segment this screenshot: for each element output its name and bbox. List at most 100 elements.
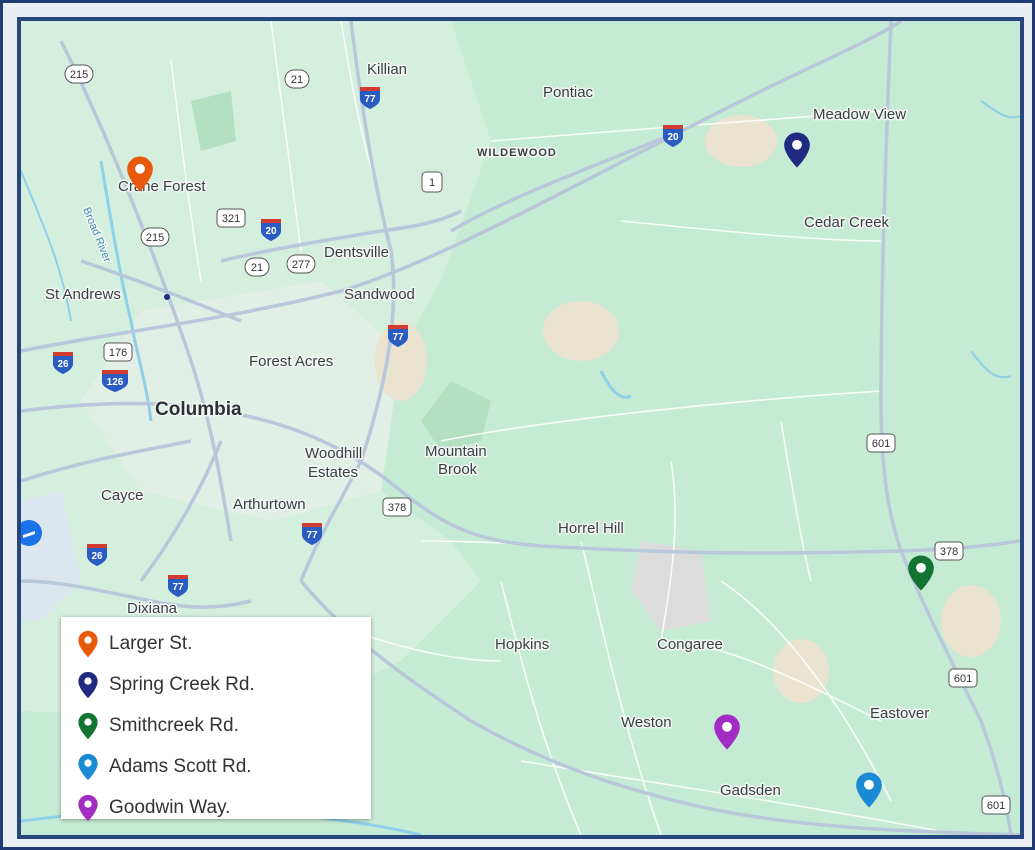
route-shields: 215 21 1 321 215 21 277 176 601 378 378 …: [53, 64, 1011, 815]
place-label-dentsville: Dentsville: [324, 244, 389, 261]
forest-patch-2: [191, 91, 236, 151]
svg-text:378: 378: [388, 502, 406, 514]
place-label-congaree: Congaree: [657, 636, 723, 653]
svg-text:215: 215: [146, 232, 164, 244]
place-label-st-andrews: St Andrews: [45, 286, 121, 303]
map-pin-icon: [78, 794, 98, 821]
shield-us-378-a: 378: [934, 541, 964, 561]
shield-sr-21-b: 21: [244, 257, 270, 277]
place-label-wildewood: WILDEWOOD: [477, 147, 557, 159]
shield-us-601-a: 601: [866, 433, 896, 453]
map-legend: Larger St. Spring Creek Rd. Smithcreek R…: [61, 617, 371, 821]
place-label-sandwood: Sandwood: [344, 286, 415, 303]
legend-item-larger-st: Larger St.: [77, 623, 371, 664]
forest-patch-1: [421, 381, 491, 451]
place-label-meadow-view: Meadow View: [813, 106, 906, 123]
shield-i-77-c: 77: [302, 523, 322, 545]
shield-i-126: 126: [102, 370, 128, 392]
svg-text:20: 20: [265, 226, 277, 237]
place-label-dixiana: Dixiana: [127, 600, 178, 617]
map-pin-icon: [78, 630, 98, 657]
place-label-cedar-creek: Cedar Creek: [804, 214, 890, 231]
place-label-killian: Killian: [367, 61, 407, 78]
place-label-weston: Weston: [621, 714, 672, 731]
svg-text:378: 378: [940, 546, 958, 558]
place-label-eastover: Eastover: [870, 705, 929, 722]
major-roads: [21, 21, 1020, 835]
legend-item-adams-scott-rd: Adams Scott Rd.: [77, 746, 371, 787]
shield-us-321: 321: [216, 208, 246, 228]
open-field-5: [773, 639, 829, 703]
svg-text:601: 601: [954, 673, 972, 685]
shield-i-77-a: 77: [360, 87, 380, 109]
legend-item-spring-creek-rd: Spring Creek Rd.: [77, 664, 371, 705]
open-field-4: [941, 585, 1001, 657]
place-label-forest-acres: Forest Acres: [249, 353, 333, 370]
airport-icon[interactable]: [21, 520, 42, 546]
map-pin-icon: [78, 712, 98, 739]
shield-i-26-b: 26: [87, 544, 107, 566]
svg-text:77: 77: [364, 94, 376, 105]
svg-text:20: 20: [667, 132, 679, 143]
shield-us-1: 1: [421, 171, 443, 193]
svg-text:26: 26: [91, 551, 103, 562]
place-label-pontiac: Pontiac: [543, 84, 594, 101]
stream-2: [970, 350, 1012, 379]
map-canvas[interactable]: Killian Pontiac WILDEWOOD Meadow View Cr…: [17, 17, 1024, 839]
svg-text:1: 1: [429, 177, 435, 189]
svg-text:215: 215: [70, 69, 88, 81]
place-label-cayce: Cayce: [101, 487, 144, 504]
svg-text:277: 277: [292, 259, 310, 271]
svg-text:126: 126: [107, 377, 124, 388]
svg-text:601: 601: [987, 800, 1005, 812]
place-label-gadsden: Gadsden: [720, 782, 781, 799]
svg-text:176: 176: [109, 347, 127, 359]
place-label-woodhill: Woodhill: [305, 445, 362, 462]
shield-sr-277: 277: [286, 254, 316, 274]
shield-us-601-b: 601: [948, 668, 978, 688]
shield-sr-215-a: 215: [64, 64, 94, 84]
stream-1: [980, 100, 1020, 119]
open-field-1: [543, 301, 619, 361]
svg-text:26: 26: [57, 359, 69, 370]
location-dot: [164, 294, 170, 300]
open-field-3: [375, 321, 427, 401]
legend-label: Smithcreek Rd.: [109, 714, 239, 736]
city-center-area: [81, 281, 401, 521]
legend-label: Spring Creek Rd.: [109, 673, 255, 695]
svg-text:601: 601: [872, 438, 890, 450]
legend-label: Larger St.: [109, 632, 193, 654]
svg-text:21: 21: [251, 262, 263, 274]
place-label-crane-forest: Crane Forest: [118, 178, 206, 195]
shield-i-26-a: 26: [53, 352, 73, 374]
place-label-hopkins: Hopkins: [495, 636, 549, 653]
broad-river: [99, 160, 153, 422]
place-label-mountain: Mountain: [425, 443, 487, 460]
open-field-2: [705, 115, 777, 167]
shield-i-20-a: 20: [663, 125, 683, 147]
legend-item-goodwin-way: Goodwin Way.: [77, 787, 371, 828]
shield-us-176: 176: [103, 342, 133, 362]
svg-text:77: 77: [172, 582, 184, 593]
shield-sr-21-a: 21: [284, 69, 310, 89]
map-pin-icon: [78, 753, 98, 780]
shield-i-20-b: 20: [261, 219, 281, 241]
place-label-arthurtown: Arthurtown: [233, 496, 306, 513]
lake: [599, 370, 632, 399]
legend-item-smithcreek-rd: Smithcreek Rd.: [77, 705, 371, 746]
place-label-horrel-hill: Horrel Hill: [558, 520, 624, 537]
shield-sr-215-b: 215: [140, 227, 170, 247]
saluda-river: [21, 170, 72, 322]
place-label-columbia: Columbia: [155, 399, 242, 420]
svg-text:321: 321: [222, 213, 240, 225]
place-label-brook: Brook: [438, 461, 478, 478]
shield-i-77-d: 77: [168, 575, 188, 597]
legend-label: Adams Scott Rd.: [109, 755, 252, 777]
svg-text:21: 21: [291, 74, 303, 86]
shield-us-378-b: 378: [382, 497, 412, 517]
legend-label: Goodwin Way.: [109, 796, 231, 818]
map-pin-icon: [78, 671, 98, 698]
shield-us-601-c: 601: [981, 795, 1011, 815]
svg-text:77: 77: [306, 530, 318, 541]
